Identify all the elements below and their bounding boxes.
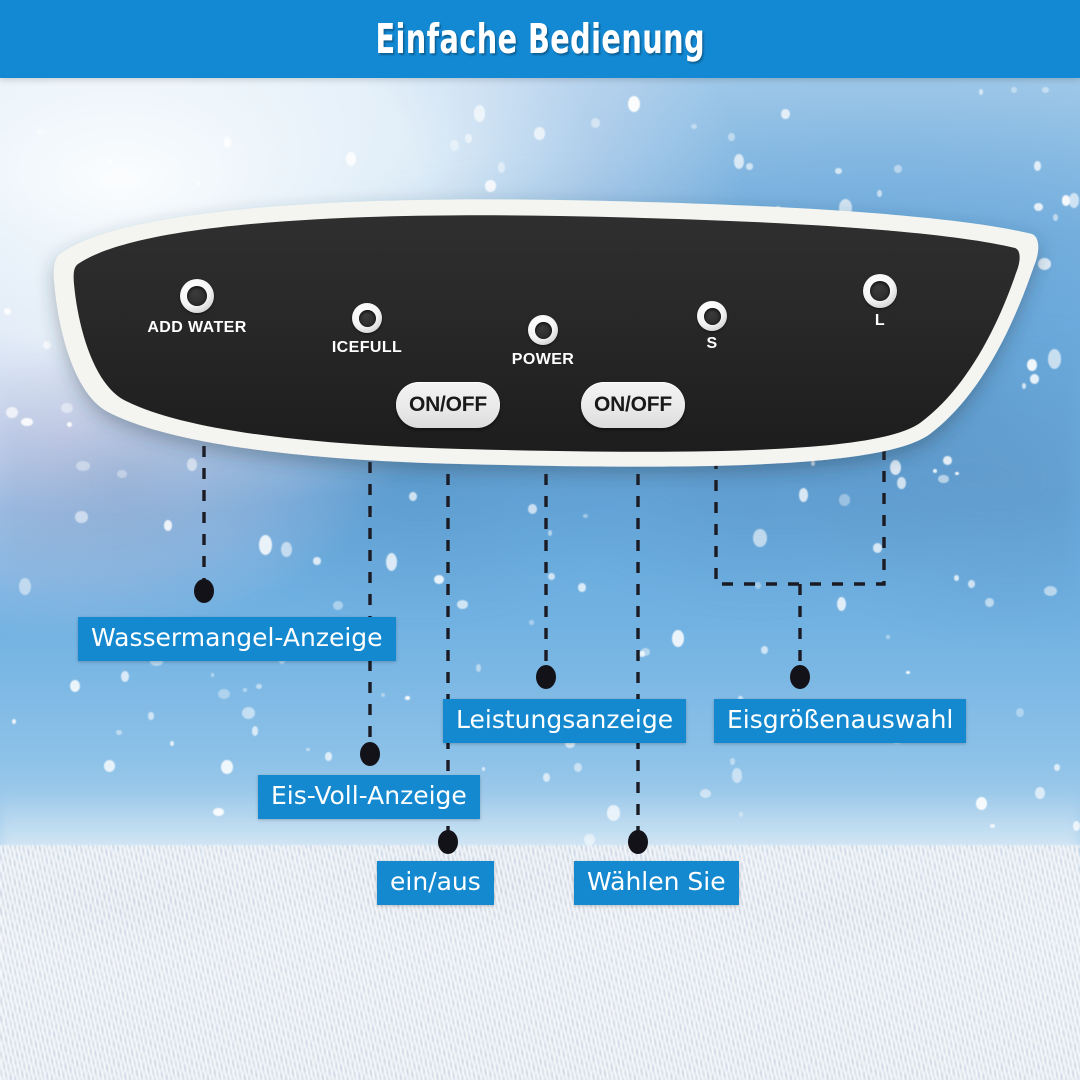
power-led-ring	[528, 315, 558, 345]
power-label: POWER	[511, 351, 575, 368]
add-water-label: ADD WATER	[147, 319, 247, 336]
icefull-label: ICEFULL	[331, 339, 403, 356]
size-l-led-core	[870, 281, 890, 301]
add-water-led-ring	[180, 279, 214, 313]
indicator-power[interactable]: POWER	[512, 315, 574, 368]
dot-leistung	[536, 665, 556, 689]
callout-waehlen-sie: Wählen Sie	[574, 861, 739, 905]
dot-ein-aus	[438, 830, 458, 854]
icefull-led-core	[358, 309, 376, 327]
size-l-label: L	[874, 312, 886, 329]
power-led-core	[534, 321, 552, 339]
indicator-add-water[interactable]: ADD WATER	[147, 279, 246, 336]
add-water-led-core	[187, 286, 207, 306]
dot-eis-voll	[360, 742, 380, 766]
size-l-led-ring	[863, 274, 897, 308]
leader-size-bracket	[714, 330, 886, 586]
indicator-size-s[interactable]: S	[697, 301, 727, 352]
size-s-label: S	[706, 335, 718, 352]
callout-wassermangel-anzeige: Wassermangel-Anzeige	[78, 617, 396, 661]
callout-eis-voll-anzeige: Eis-Voll-Anzeige	[258, 775, 480, 819]
icefull-led-ring	[352, 303, 382, 333]
page-title: Einfache Bedienung	[375, 15, 705, 63]
onoff-button-ice[interactable]: ON/OFF	[396, 382, 500, 428]
dot-wassermangel	[194, 579, 214, 603]
snow-ground	[0, 845, 1080, 1080]
header-banner: Einfache Bedienung	[0, 0, 1080, 78]
callout-ein-aus: ein/aus	[377, 861, 494, 905]
leader-endpoint-dots	[194, 579, 810, 854]
callout-eisgroessenauswahl: Eisgrößenauswahl	[714, 699, 967, 743]
indicator-icefull[interactable]: ICEFULL	[332, 303, 402, 356]
callout-leistungsanzeige: Leistungsanzeige	[443, 699, 687, 743]
dot-eisgroesse	[790, 665, 810, 689]
size-s-led-ring	[697, 301, 727, 331]
control-panel-shape	[53, 199, 1039, 467]
dot-waehlen-sie	[628, 830, 648, 854]
onoff-button-power[interactable]: ON/OFF	[581, 382, 685, 428]
size-s-led-core	[703, 307, 721, 325]
control-panel: ADD WATER ICEFULL POWER S L	[53, 199, 1039, 467]
indicator-size-l[interactable]: L	[863, 274, 897, 329]
